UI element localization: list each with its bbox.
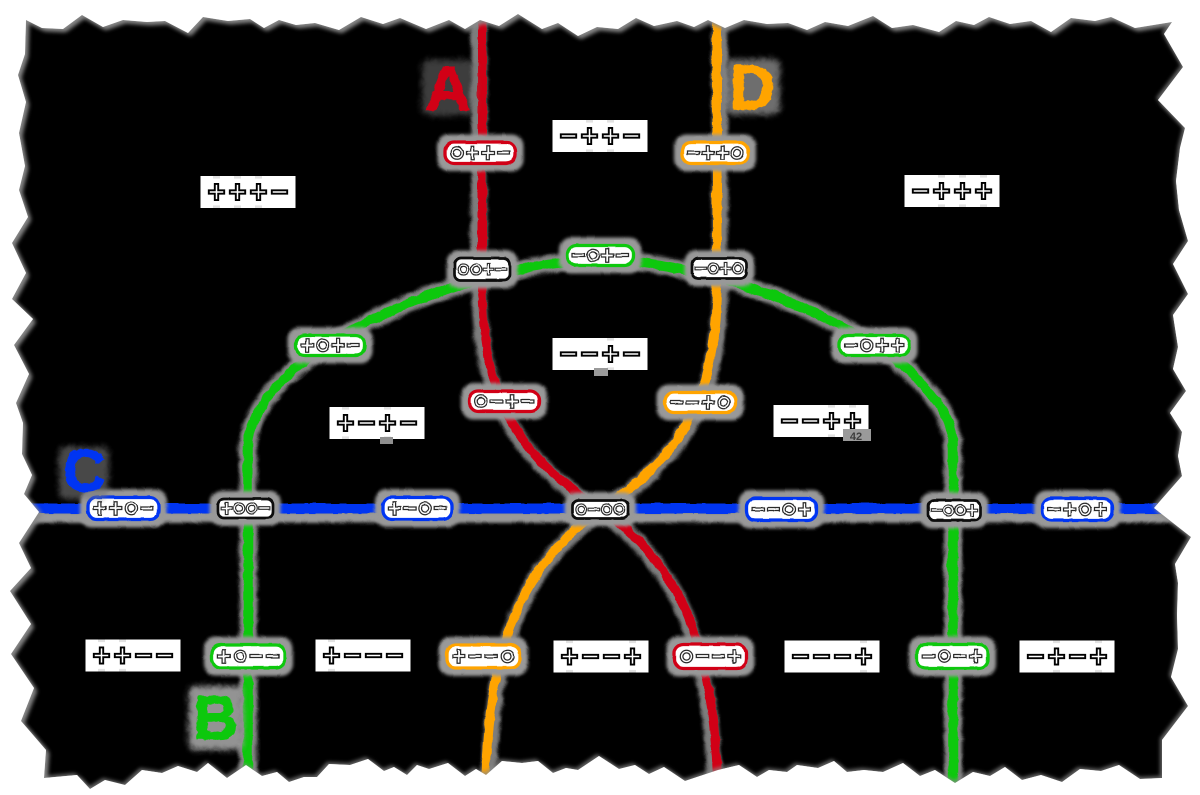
svg-text:B: B [193,683,237,751]
svg-text:D: D [729,52,775,122]
svg-text:A: A [425,53,471,123]
svg-text:42: 42 [850,431,862,443]
svg-text:C: C [62,437,105,503]
